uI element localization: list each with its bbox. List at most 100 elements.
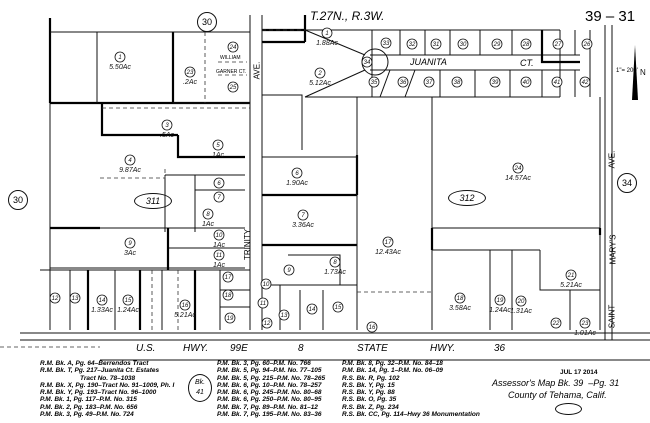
parcel-label: 11 — [257, 297, 269, 309]
reference-line: R.S. Bk. Z, Pg. 234 — [342, 403, 399, 411]
parcel-number-circle — [494, 294, 506, 306]
parcel-acreage: 1Ac — [213, 262, 226, 269]
parcel-number-circle — [278, 309, 290, 321]
parcel-number-circle — [423, 76, 435, 88]
reference-line: P.M. Bk. 6, Pg. 10–P.M. No. 78–257 — [217, 381, 322, 389]
parcel-number: 39 — [492, 80, 499, 86]
parcel-label: 11 1Ac — [213, 249, 226, 269]
parcel-number-circle — [222, 289, 234, 301]
parcel-acreage: .5Ac — [160, 132, 175, 139]
parcel-number-circle — [329, 256, 341, 268]
parcel-number: 21 — [567, 273, 575, 279]
parcel-number: 12 — [264, 321, 271, 327]
parcel-number: 42 — [582, 80, 589, 86]
parcel-number: 3 — [165, 123, 169, 129]
parcel-acreage: 3.58Ac — [449, 305, 471, 312]
parcel-label: 28 — [520, 38, 532, 50]
parcel-number-circle — [261, 317, 273, 329]
parcel-number: 11 — [260, 301, 266, 307]
parcel-number: 32 — [409, 42, 416, 48]
parcel-number: 6 — [217, 181, 221, 187]
parcel-number-circle — [202, 208, 214, 220]
parcel-number-circle — [368, 76, 380, 88]
reference-line: R.S. Bk. Y, Pg. 15 — [342, 381, 395, 389]
hwy-label-5: STATE — [357, 343, 388, 354]
parcel-label: 35 — [368, 76, 380, 88]
street-william: WILLIAM — [220, 55, 241, 61]
parcel-number: 37 — [426, 80, 433, 86]
parcel-number-circle — [213, 177, 225, 189]
parcel-label: 15 — [332, 301, 344, 313]
parcel-labels: 15.50Ac25.12Ac3.5Ac49.87Ac51Ac61.90Ac73.… — [49, 27, 596, 337]
scale-label: 1"= 200' — [616, 68, 638, 74]
reference-line: P.M. Bk. 3, Pg. 60–P.M. No. 766 — [217, 360, 311, 367]
parcel-number-circle — [489, 76, 501, 88]
parcel-number: 18 — [225, 293, 232, 299]
street-trinity: TRINITY — [243, 228, 253, 261]
parcel-number: 11 — [216, 253, 222, 259]
reference-line: P.M. Bk. 5, Pg. 215–P.M. No. 78–265 — [217, 374, 326, 382]
parcel-number-circle — [212, 139, 224, 151]
parcel-number: 13 — [281, 313, 288, 319]
hwy-label-7: 36 — [494, 343, 506, 354]
parcel-number: 8 — [206, 212, 210, 218]
parcel-label: 191.24Ac — [489, 294, 511, 314]
reference-line: R.M. Bk. Y, Pg. 193–Tract No. 96–1000 — [40, 389, 157, 397]
map-title: Assessor's Map Bk. 39 –Pg. 31 — [492, 378, 620, 388]
parcel-number-circle — [382, 236, 394, 248]
reference-line: R.S. Bk. Y, Pg. 88 — [342, 389, 395, 397]
parcel-number: 19 — [227, 316, 234, 322]
adjacent-page-30-top: 30 — [197, 12, 217, 32]
parcel-number: 1 — [325, 31, 328, 37]
parcel-number: 8 — [333, 260, 337, 266]
parcel-number: 29 — [493, 42, 501, 48]
parcel-label: 19 — [224, 312, 236, 324]
parcel-number: 35 — [371, 80, 378, 86]
parcel-acreage: 1.01Ac — [574, 330, 596, 337]
parcel-acreage: 1.33Ac — [91, 307, 113, 314]
parcel-label: 141.33Ac — [91, 294, 113, 314]
parcel-acreage: 5.12Ac — [309, 80, 331, 87]
parcel-label: 25.12Ac — [309, 67, 331, 87]
parcel-number: 22 — [552, 321, 560, 327]
parcel-number: 10 — [263, 282, 270, 288]
parcel-label: 17 — [222, 271, 234, 283]
parcel-acreage: 1.24Ac — [489, 307, 511, 314]
reference-line: R.M. Bk. A, Pg. 64–Berrendos Tract — [40, 360, 149, 367]
parcel-label: 15.50Ac — [109, 51, 131, 71]
adjacent-page-30-left: 30 — [8, 190, 28, 210]
references-middle: P.M. Bk. 3, Pg. 60–P.M. No. 766 P.M. Bk.… — [217, 360, 325, 418]
parcel-label: 11.88Ac — [316, 27, 338, 47]
parcel-number-circle — [297, 209, 309, 221]
hwy-label-4: 8 — [298, 343, 304, 354]
parcel-label: 13 — [69, 292, 81, 304]
parcel-acreage: 14.57Ac — [505, 175, 531, 182]
parcel-number-circle — [124, 154, 136, 166]
parcel-label: 12 — [49, 292, 61, 304]
reference-line: P.M. Bk. 6, Pg. 245–P.M. No. 80–68 — [217, 389, 322, 397]
parcel-label: 9 — [283, 264, 295, 276]
book-ref-line: Bk. — [194, 379, 206, 386]
parcel-acreage: 5.21Ac — [560, 282, 582, 289]
parcel-label: 37 — [423, 76, 435, 88]
parcel-number-circle — [552, 38, 564, 50]
parcel-label: 34 — [361, 56, 373, 68]
parcel-number: 7 — [217, 195, 221, 201]
parcel-acreage: 3Ac — [124, 250, 137, 257]
parcel-label: 61.90Ac — [286, 167, 308, 187]
parcel-number: 18 — [457, 296, 464, 302]
parcel-number: 26 — [583, 42, 591, 48]
parcel-number: 17 — [225, 275, 232, 281]
street-juanita-ct: CT. — [520, 58, 534, 68]
parcel-number: 28 — [522, 42, 530, 48]
street-garner: GARNER CT. — [216, 69, 247, 75]
parcel-label: 13 — [278, 309, 290, 321]
parcel-number-circle — [124, 237, 136, 249]
parcel-label: 24 — [227, 41, 239, 53]
parcel-label: 14 — [306, 303, 318, 315]
parcel-label: 27 — [552, 38, 564, 50]
parcel-number: 24 — [229, 45, 237, 51]
